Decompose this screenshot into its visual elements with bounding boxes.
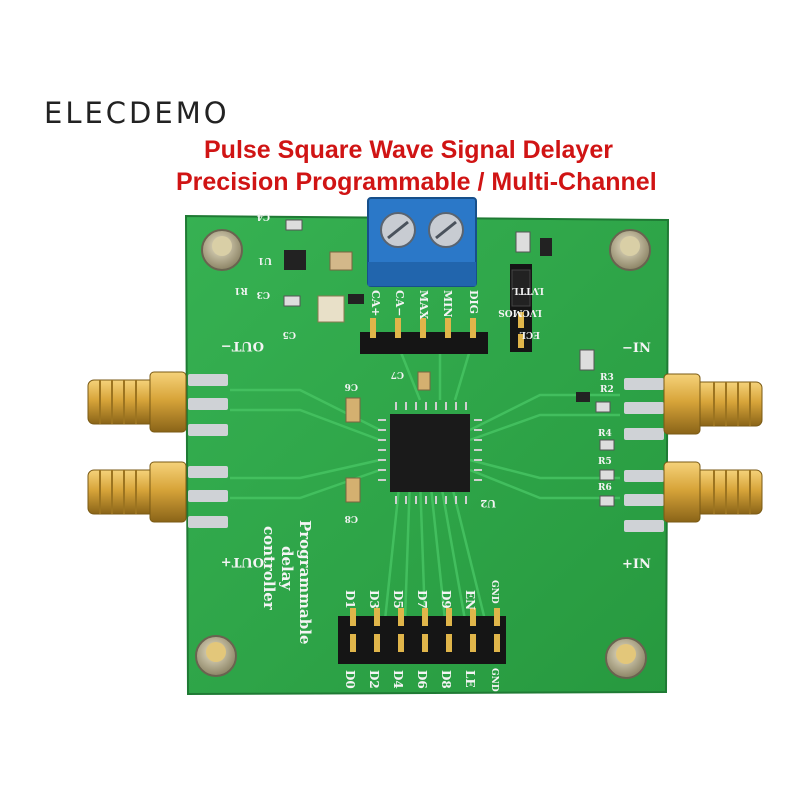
- label-lvcmos: LVCMOS: [498, 307, 542, 317]
- mounting-nut-top-left: [201, 229, 243, 271]
- ref-r5: R5: [598, 457, 612, 467]
- sma-connector-out-minus: [87, 371, 187, 433]
- label-out-minus: OUT−: [221, 338, 264, 353]
- label-d5: D5: [391, 590, 405, 609]
- label-ca-minus: CA−: [393, 290, 406, 317]
- component-refs: C4 U1 R1 C3 C5 C6 C7 C8 R2 R3 R4 R5 R6: [234, 211, 614, 523]
- jumper-labels: LVTTL LVCMOS ECL: [498, 285, 544, 339]
- board-title-line-3: controller: [260, 526, 278, 611]
- mounting-nut-top-right: [609, 229, 651, 271]
- label-gnd-top: GND: [489, 580, 499, 604]
- label-d0: D0: [343, 670, 357, 689]
- board-title-line-1: Programmable: [296, 520, 314, 645]
- ref-c5: C5: [283, 329, 296, 339]
- label-d2: D2: [367, 670, 381, 689]
- label-in-plus: +IN: [622, 557, 651, 572]
- bottom-pin-header: [338, 608, 506, 664]
- board-title-line-2: delay: [278, 546, 296, 591]
- top-pin-header: [360, 318, 488, 354]
- delay-ic-chip: [378, 402, 482, 504]
- sma-connector-in-plus: [663, 461, 763, 523]
- bottom-header-labels-bottom: D0 D2 D4 D6 D8 LE GND: [343, 668, 499, 692]
- ref-r3: R3: [600, 373, 614, 383]
- label-gnd-bottom: GND: [489, 668, 499, 692]
- top-header-labels: CA+ CA− MAX MIN DIG: [369, 290, 480, 320]
- bottom-header-labels-top: D1 D3 D5 D7 D9 EN GND: [343, 580, 499, 610]
- label-en: EN: [463, 590, 477, 610]
- board-title-silkscreen: Programmable delay controller: [260, 520, 314, 645]
- label-lvttl: LVTTL: [512, 285, 544, 295]
- label-ecl: ECL: [519, 329, 540, 339]
- product-title-line-2: Precision Programmable / Multi-Channel: [176, 168, 657, 196]
- label-d3: D3: [367, 590, 381, 609]
- label-out-plus: OUT+: [221, 554, 264, 569]
- brand-logo-text: ELECDEMO: [44, 96, 230, 130]
- ref-c8: C8: [345, 513, 358, 523]
- mounting-nut-bottom-left: [195, 635, 237, 677]
- ref-c6: C6: [345, 381, 358, 391]
- edge-pads: [188, 374, 664, 532]
- ref-r6: R6: [598, 483, 612, 493]
- label-max: MAX: [417, 290, 430, 320]
- ref-c7: C7: [391, 369, 404, 379]
- sma-connector-out-plus: [87, 461, 187, 523]
- label-u2: U2: [480, 497, 496, 508]
- screw-terminal: [367, 197, 477, 287]
- label-ca-plus: CA+: [369, 290, 382, 317]
- label-d7: D7: [415, 590, 429, 609]
- logic-select-jumper: [510, 264, 532, 352]
- ref-c4: C4: [257, 211, 270, 221]
- label-le: LE: [463, 670, 477, 688]
- label-dig: DIG: [467, 290, 480, 314]
- label-in-minus: −IN: [622, 341, 651, 356]
- ref-r1: R1: [234, 285, 248, 295]
- label-d1: D1: [343, 590, 357, 609]
- label-d4: D4: [391, 670, 405, 689]
- label-d6: D6: [415, 670, 429, 689]
- ref-r2: R2: [600, 385, 614, 395]
- sma-connector-in-minus: [663, 373, 763, 435]
- label-d9: D9: [439, 590, 453, 609]
- label-d8: D8: [439, 670, 453, 689]
- smd-components: [283, 219, 615, 507]
- ref-u1: U1: [258, 255, 272, 265]
- ref-r4: R4: [598, 429, 612, 439]
- label-min: MIN: [441, 290, 454, 317]
- mounting-nut-bottom-right: [605, 637, 647, 679]
- ref-c3: C3: [257, 289, 270, 299]
- product-title-line-1: Pulse Square Wave Signal Delayer: [204, 136, 613, 164]
